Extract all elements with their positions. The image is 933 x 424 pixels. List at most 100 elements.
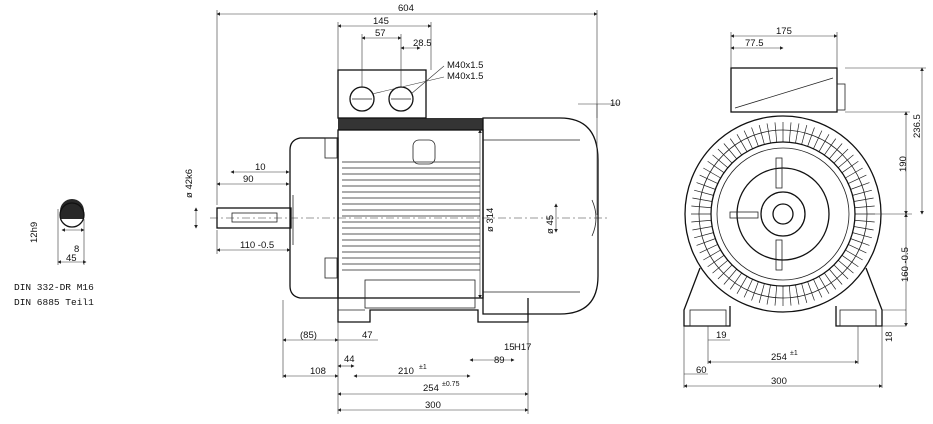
radial-fin bbox=[795, 284, 800, 305]
dim-60: 60 bbox=[696, 365, 707, 376]
shaft-key bbox=[231, 212, 278, 223]
dim-210: 210 bbox=[398, 366, 414, 377]
front-view: 175 77.5 236.5 190 160 -0.5 18 19 254 ±1… bbox=[683, 26, 926, 388]
dim-190: 190 bbox=[898, 156, 909, 172]
shaft-key-detail: 12h9 8 45 DIN 332-DR M16 DIN 6885 Teil1 bbox=[14, 199, 94, 308]
din-6885-label: DIN 6885 Teil1 bbox=[14, 297, 94, 308]
radial-fin bbox=[813, 279, 823, 298]
dim-160: 160 -0.5 bbox=[900, 247, 911, 282]
radial-fin bbox=[712, 154, 729, 168]
radial-fin bbox=[807, 127, 815, 147]
gland-thread-2: M40x1.5 bbox=[447, 71, 483, 82]
lifting-eye bbox=[412, 139, 436, 165]
radial-fin bbox=[729, 272, 742, 290]
radial-fin bbox=[837, 154, 854, 168]
radial-fin bbox=[743, 130, 753, 149]
radial-fin bbox=[699, 244, 718, 254]
radial-fin bbox=[852, 189, 872, 196]
radial-fin bbox=[692, 226, 713, 231]
radial-fin bbox=[850, 182, 870, 190]
radial-fin bbox=[758, 283, 765, 303]
dim-57: 57 bbox=[375, 28, 386, 39]
dim-175: 175 bbox=[776, 26, 792, 37]
radial-fin bbox=[788, 285, 792, 306]
fan-cowl-ring bbox=[736, 167, 830, 261]
gland-thread-1: M40x1.5 bbox=[447, 60, 483, 71]
radial-fin bbox=[845, 167, 863, 179]
radial-fin bbox=[723, 268, 737, 285]
radial-fin bbox=[751, 281, 759, 301]
dim-15: 15 bbox=[504, 342, 515, 353]
radial-fin bbox=[696, 238, 716, 246]
radial-fin bbox=[788, 122, 792, 143]
front-housing bbox=[684, 115, 882, 313]
radial-fin bbox=[848, 174, 867, 184]
din-332-label: DIN 332-DR M16 bbox=[14, 282, 94, 293]
dim-47: 47 bbox=[362, 330, 373, 341]
radial-fin bbox=[751, 127, 759, 147]
dim-300-side: 300 bbox=[425, 400, 441, 411]
radial-fin bbox=[829, 143, 843, 160]
dim-210-tolerance: ±1 bbox=[419, 364, 427, 371]
radial-fin bbox=[801, 125, 808, 145]
radial-fin bbox=[723, 143, 737, 160]
mounting-feet bbox=[337, 298, 529, 323]
radial-fin bbox=[703, 249, 721, 261]
radial-fin bbox=[833, 148, 849, 164]
radial-fin bbox=[743, 279, 753, 298]
radial-fin bbox=[699, 174, 718, 184]
radial-fin bbox=[813, 130, 823, 149]
radial-fin bbox=[837, 260, 854, 274]
radial-fin bbox=[766, 284, 771, 305]
dim-300-front: 300 bbox=[771, 376, 787, 387]
radial-fin bbox=[691, 219, 712, 223]
dim-85: (85) bbox=[300, 330, 317, 341]
radial-fin bbox=[758, 125, 765, 145]
side-view: 604 145 57 28.5 M40x1.5 M40x1.5 10 10 90… bbox=[184, 3, 621, 414]
radial-fin bbox=[736, 134, 748, 152]
radial-fin bbox=[717, 148, 733, 164]
radial-fin bbox=[850, 238, 870, 246]
radial-fin bbox=[833, 264, 849, 280]
radial-fin bbox=[848, 244, 867, 254]
radial-fin bbox=[712, 260, 729, 274]
radial-fin bbox=[818, 276, 830, 294]
key-height-label: 45 bbox=[66, 253, 77, 264]
radial-fin bbox=[853, 197, 874, 202]
radial-fin bbox=[829, 268, 843, 285]
cooling-fins bbox=[342, 161, 480, 271]
radial-fin bbox=[694, 232, 714, 239]
stator-housing bbox=[337, 129, 484, 299]
dim-254-side-tolerance: ±0.75 bbox=[442, 381, 460, 388]
radial-fins bbox=[691, 122, 875, 306]
radial-fin bbox=[818, 134, 830, 152]
front-terminal-box bbox=[730, 67, 838, 113]
dim-254-front-tolerance: ±1 bbox=[790, 350, 798, 357]
radial-fin bbox=[736, 276, 748, 294]
radial-fin bbox=[801, 283, 808, 303]
dim-77-5: 77.5 bbox=[745, 38, 764, 49]
radial-fin bbox=[707, 160, 725, 173]
dim-254-front: 254 bbox=[771, 352, 787, 363]
radial-fin bbox=[774, 285, 778, 306]
radial-fin bbox=[707, 255, 725, 268]
radial-fin bbox=[854, 205, 875, 209]
radial-fin bbox=[807, 281, 815, 301]
radial-fin bbox=[824, 138, 837, 156]
radial-fin bbox=[691, 205, 712, 209]
radial-fin bbox=[853, 226, 874, 231]
radial-fin bbox=[852, 232, 872, 239]
key-depth-label: 8 bbox=[74, 244, 79, 255]
dim-19: 19 bbox=[716, 330, 727, 341]
dim-28-5: 28.5 bbox=[413, 38, 432, 49]
dim-89: 89 bbox=[494, 355, 505, 366]
radial-fin bbox=[694, 189, 714, 196]
dim-18: 18 bbox=[884, 331, 895, 342]
radial-fin bbox=[795, 123, 800, 144]
dim-10-top: 10 bbox=[610, 98, 621, 109]
radial-fin bbox=[841, 255, 859, 268]
radial-fin bbox=[703, 167, 721, 179]
dim-10-shaft: 10 bbox=[255, 162, 266, 173]
